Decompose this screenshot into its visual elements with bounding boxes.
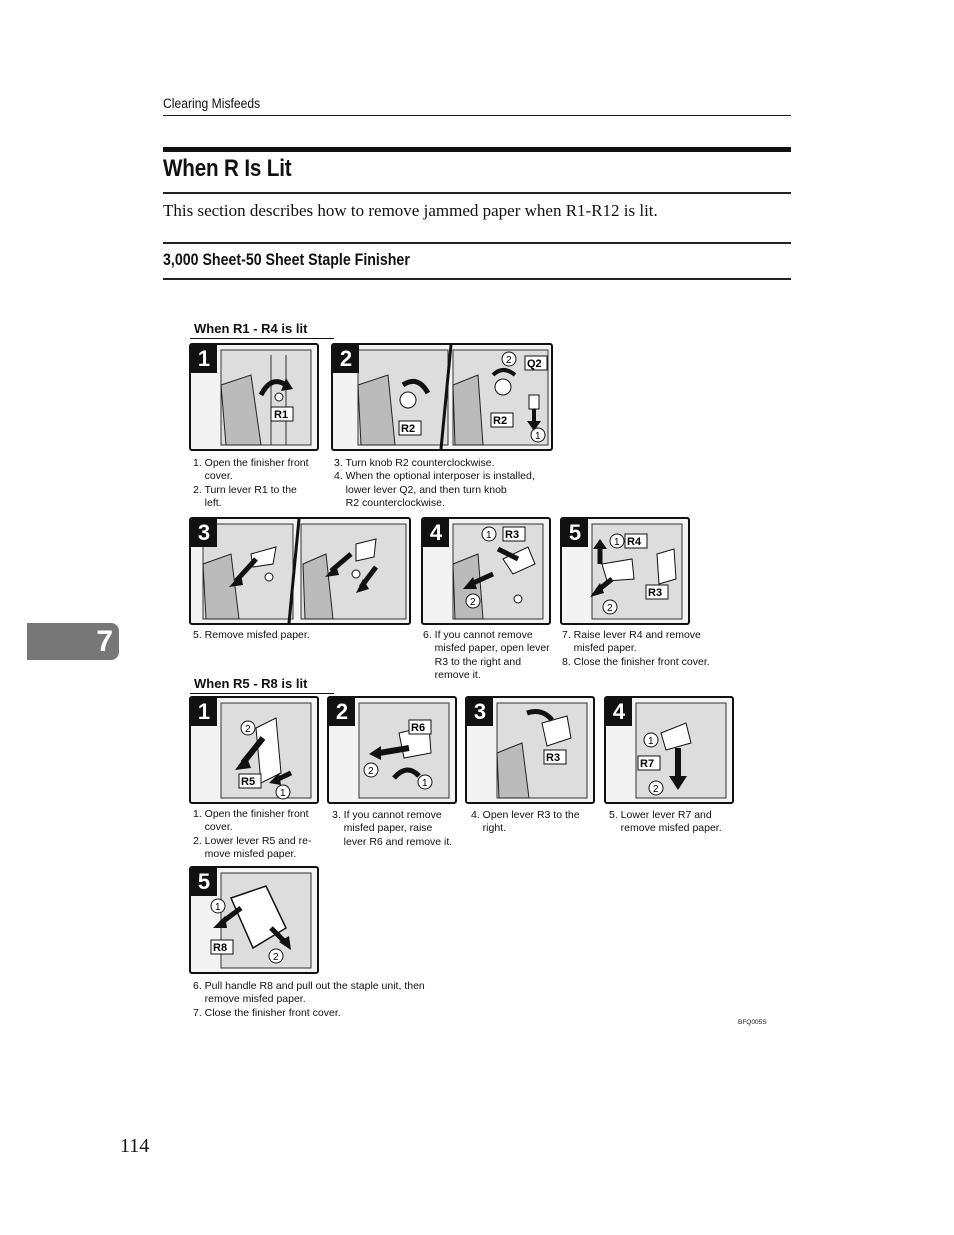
- figure-code: BFQ005S: [738, 1019, 767, 1026]
- diagram-label: 1: [648, 736, 654, 747]
- diagram-label: R1: [274, 409, 288, 421]
- page-title: When R Is Lit: [163, 155, 291, 183]
- step-number: 1: [191, 698, 217, 726]
- step-panel-r5-5: R8 1 2 5: [189, 866, 319, 974]
- diagram-label: 1: [535, 431, 541, 442]
- step-panel-3: 3: [189, 517, 411, 625]
- diagram-label: R4: [627, 536, 642, 548]
- step-panel-1: R1 1: [189, 343, 319, 451]
- subtitle-rule-bottom: [163, 278, 791, 280]
- diagram-label: 1: [614, 537, 620, 548]
- step-caption: 6. If you cannot remove misfed paper, op…: [423, 629, 550, 682]
- step-number: 4: [423, 519, 449, 547]
- step-number: 3: [191, 519, 217, 547]
- finisher-illustration: [191, 519, 409, 623]
- diagram-label: R2: [401, 423, 415, 435]
- chapter-tab: 7: [27, 623, 119, 660]
- step-number: 3: [467, 698, 493, 726]
- diagram-label: R7: [640, 758, 654, 770]
- group2-label: When R5 - R8 is lit: [190, 676, 334, 694]
- step-number: 5: [562, 519, 588, 547]
- step-caption: 1. Open the finisher front cover. 2. Tur…: [193, 457, 309, 510]
- diagram-label: Q2: [527, 358, 542, 370]
- step-number: 2: [329, 698, 355, 726]
- diagram-label: R5: [241, 776, 255, 788]
- section-subtitle: 3,000 Sheet-50 Sheet Staple Finisher: [163, 251, 410, 270]
- step-panel-2: R2 Q2 R2 2 1 2: [331, 343, 553, 451]
- step-caption: 5. Remove misfed paper.: [193, 629, 310, 642]
- finisher-illustration: R2 Q2 R2 2 1: [333, 345, 551, 449]
- step-panel-r5-3: R3 3: [465, 696, 595, 804]
- intro-text: This section describes how to remove jam…: [163, 201, 658, 221]
- step-number: 5: [191, 868, 217, 896]
- group1-label: When R1 - R4 is lit: [190, 321, 334, 339]
- step-caption: 5. Lower lever R7 and remove misfed pape…: [609, 809, 722, 836]
- diagram-label: R6: [411, 722, 425, 734]
- step-number: 2: [333, 345, 359, 373]
- step-panel-5: R4 R3 1 2 5: [560, 517, 690, 625]
- title-rule-top: [163, 147, 791, 152]
- diagram-label: 1: [486, 530, 492, 541]
- diagram-label: R2: [493, 415, 507, 427]
- diagram-label: 2: [653, 784, 659, 795]
- diagram-label: 1: [422, 778, 428, 789]
- diagram-label: 2: [245, 724, 251, 735]
- title-rule-bottom: [163, 192, 791, 194]
- step-panel-4: R3 1 2 4: [421, 517, 551, 625]
- diagram-label: R3: [505, 529, 519, 541]
- diagram-label: 1: [215, 902, 221, 913]
- diagram-label: R3: [648, 587, 662, 599]
- diagram-label: 2: [368, 766, 374, 777]
- step-caption: 7. Raise lever R4 and remove misfed pape…: [562, 629, 710, 669]
- step-panel-r5-1: R5 2 1 1: [189, 696, 319, 804]
- diagram-label: R8: [213, 942, 227, 954]
- chapter-number: 7: [96, 625, 119, 658]
- running-head: Clearing Misfeeds: [163, 96, 260, 111]
- diagram-label: 2: [273, 952, 279, 963]
- page-number: 114: [120, 1135, 149, 1158]
- step-caption: 3. If you cannot remove misfed paper, ra…: [332, 809, 452, 849]
- diagram-label: 2: [506, 355, 512, 366]
- step-caption: 6. Pull handle R8 and pull out the stapl…: [193, 980, 425, 1020]
- diagram-label: 2: [470, 597, 476, 608]
- diagram-label: 2: [607, 603, 613, 614]
- subtitle-rule-top: [163, 242, 791, 244]
- step-caption: 1. Open the finisher front cover. 2. Low…: [193, 808, 311, 861]
- step-caption: 3. Turn knob R2 counterclockwise. 4. Whe…: [334, 457, 535, 510]
- diagram-label: R3: [546, 752, 560, 764]
- diagram-label: 1: [280, 788, 286, 799]
- header-rule: [163, 115, 791, 116]
- step-panel-r5-4: R7 1 2 4: [604, 696, 734, 804]
- step-panel-r5-2: R6 2 1 2: [327, 696, 457, 804]
- step-number: 1: [191, 345, 217, 373]
- step-number: 4: [606, 698, 632, 726]
- step-caption: 4. Open lever R3 to the right.: [471, 809, 580, 836]
